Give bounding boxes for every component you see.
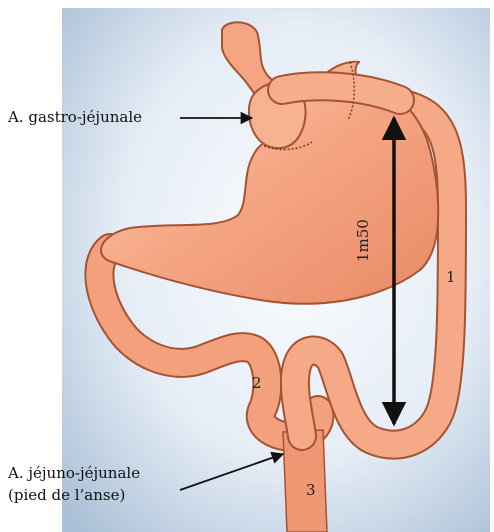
label-distance: 1m50: [354, 219, 372, 262]
label-jejuno-jejunale: A. jéjuno-jéjunale: [8, 464, 140, 482]
label-gastro-jejunale: A. gastro-jéjunale: [8, 108, 142, 126]
label-limb-1: 1: [446, 268, 456, 286]
label-limb-3: 3: [306, 481, 316, 499]
label-limb-2: 2: [252, 374, 262, 392]
label-pied-anse: (pied de l’anse): [8, 486, 125, 504]
